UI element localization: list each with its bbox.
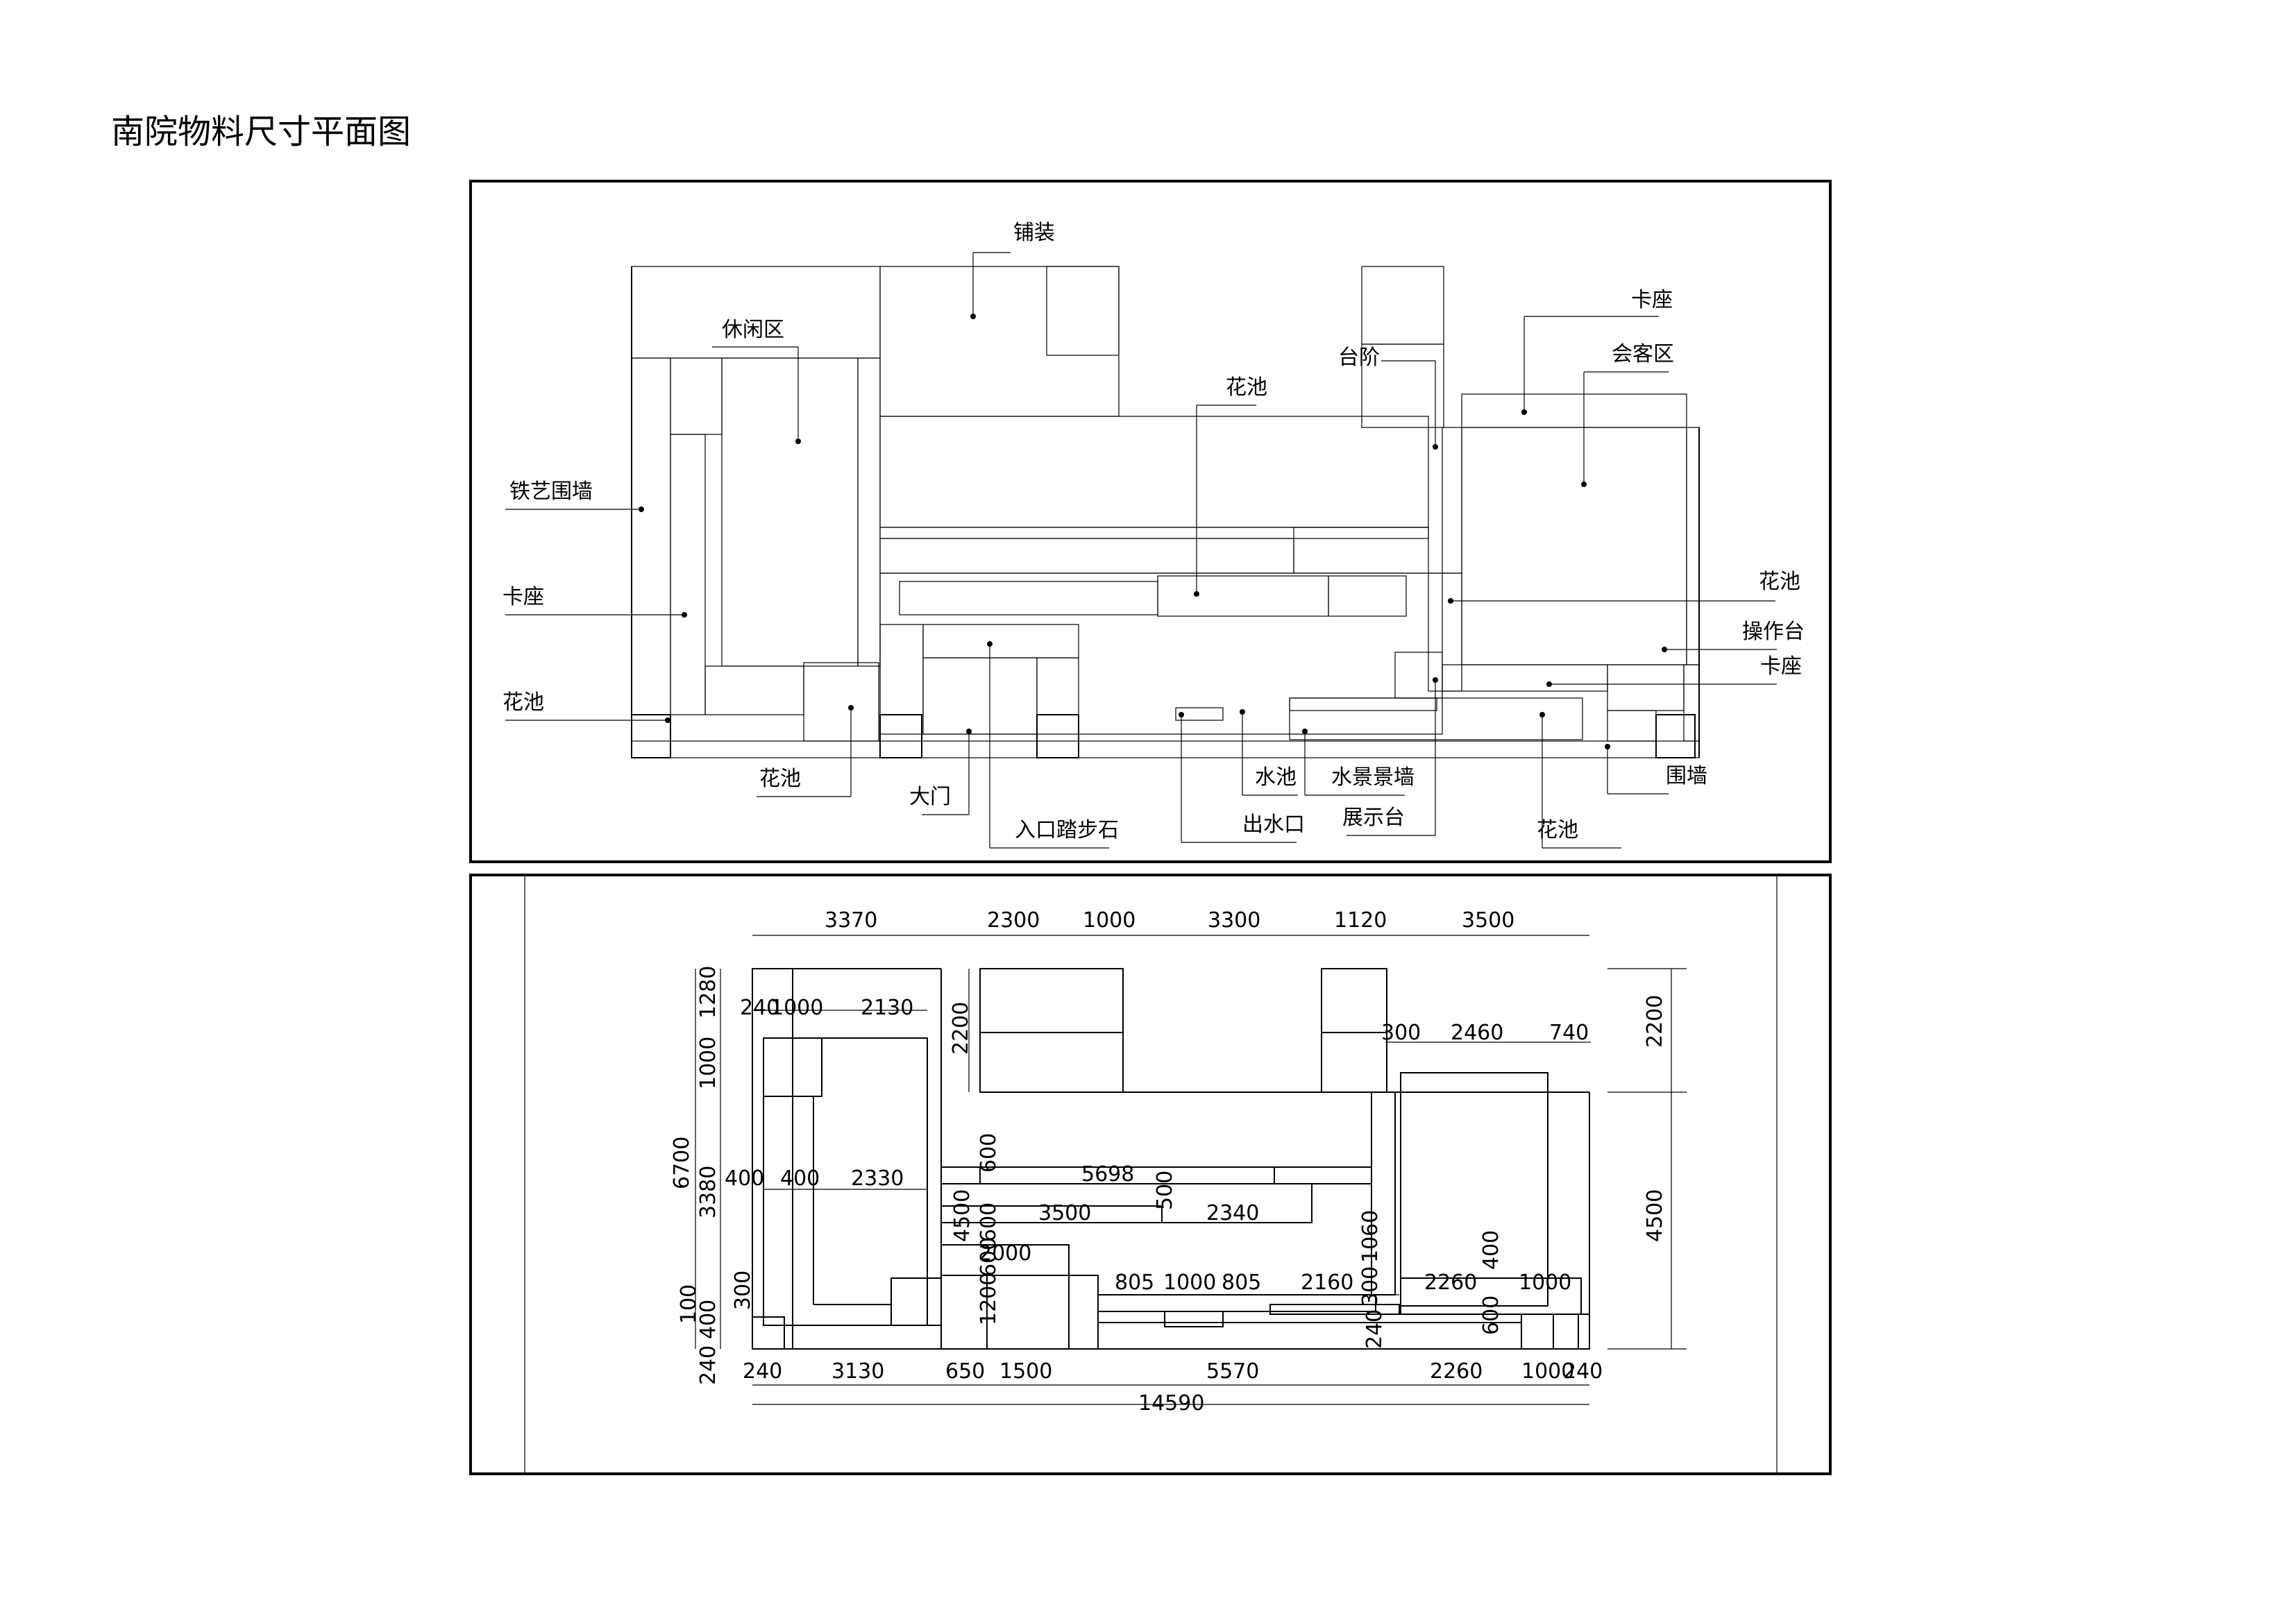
dim-400: 400 <box>1479 1230 1503 1270</box>
material-plan <box>631 266 1700 758</box>
label-leisure: 休闲区 <box>722 318 784 342</box>
dim-600b: 600 <box>977 1203 1001 1242</box>
dim-left-inner-1: 1000 <box>696 1037 720 1089</box>
label-iron-fence: 铁艺围墙 <box>509 479 593 504</box>
dim-805a: 805 <box>1115 1271 1154 1295</box>
dimension-frame <box>469 874 1832 1475</box>
label-display: 展示台 <box>1342 806 1405 830</box>
dim-irt-1: 2460 <box>1451 1021 1503 1045</box>
dim-v-600: 600 <box>977 1133 1001 1173</box>
dim-3500: 3500 <box>1038 1201 1091 1225</box>
dim-bottom-3: 1500 <box>999 1359 1052 1384</box>
dim-5698: 5698 <box>1081 1162 1134 1187</box>
dim-itl-1: 1000 <box>770 996 823 1020</box>
dim-bottom-6: 1000 <box>1521 1359 1574 1384</box>
dim-left-inner-5: 240 <box>696 1345 720 1385</box>
dim-bottom-2: 650 <box>945 1359 985 1384</box>
dim-irt-2: 740 <box>1549 1021 1589 1045</box>
dim-2160: 2160 <box>1301 1271 1353 1295</box>
label-planter-right: 花池 <box>1759 570 1800 594</box>
dim-itl-0: 240 <box>740 996 779 1020</box>
dim-600c: 600 <box>977 1237 1001 1277</box>
dim-4500: 4500 <box>950 1189 974 1242</box>
dim-600d: 600 <box>1479 1295 1503 1335</box>
label-planter-bottom-left: 花池 <box>759 767 801 791</box>
dim-805b: 805 <box>1222 1271 1261 1295</box>
dimension-lines <box>695 935 1687 1405</box>
label-outlet: 出水口 <box>1242 813 1305 837</box>
dim-2000: 2000 <box>979 1241 1031 1266</box>
label-meeting: 会客区 <box>1612 342 1674 366</box>
dim-left-inner-2: 3380 <box>696 1166 720 1218</box>
label-booth-right: 卡座 <box>1760 654 1802 679</box>
dim-240b: 240 <box>1362 1309 1387 1349</box>
label-pool: 水池 <box>1255 765 1297 790</box>
dim-2260: 2260 <box>1424 1271 1477 1295</box>
dim-iml-2: 2330 <box>851 1166 904 1191</box>
dim-irt-0: 300 <box>1381 1021 1421 1045</box>
plan-frame <box>469 180 1832 863</box>
dim-1000b: 1000 <box>1519 1271 1571 1295</box>
dim-bottom-7: 240 <box>1563 1359 1603 1384</box>
dim-1060: 1060 <box>1358 1210 1383 1263</box>
dimension-labels: 3370 2300 1000 3300 1120 3500 240 3130 6… <box>670 908 1667 1416</box>
label-gate: 大门 <box>909 785 951 809</box>
dim-bottom-0: 240 <box>743 1359 782 1384</box>
leaders <box>505 252 1777 849</box>
dim-left-inner-0: 1280 <box>696 966 720 1019</box>
label-water-wall: 水景景墙 <box>1331 765 1415 790</box>
dim-bottom-4: 5570 <box>1206 1359 1259 1384</box>
dim-top-0: 3370 <box>825 908 877 933</box>
label-booth-top: 卡座 <box>1631 288 1673 312</box>
dim-iml-0: 400 <box>725 1166 764 1191</box>
dimension-plan <box>752 968 1590 1350</box>
label-paving: 铺装 <box>1013 221 1055 245</box>
label-planter-top: 花池 <box>1226 375 1267 400</box>
dim-300b: 300 <box>1358 1266 1383 1306</box>
dim-left-inner-3: 100 <box>677 1284 701 1324</box>
dim-total: 14590 <box>1138 1391 1204 1416</box>
leader-dots <box>639 314 1667 749</box>
dim-bottom-1: 3130 <box>832 1359 884 1384</box>
dim-left-outer: 6700 <box>670 1137 694 1189</box>
dim-top-3: 3300 <box>1208 908 1260 933</box>
plan-labels: 铺装 休闲区 台阶 花池 卡座 会客区 铁艺围墙 卡座 花池 花池 操作台 卡座… <box>503 221 1805 842</box>
dim-right-0: 2200 <box>1643 995 1667 1048</box>
dim-2340: 2340 <box>1206 1201 1259 1225</box>
dim-top-4: 1120 <box>1334 908 1387 933</box>
label-planter-bottom-right: 花池 <box>1537 818 1578 842</box>
label-booth-left: 卡座 <box>503 585 544 609</box>
dim-top-1: 2300 <box>987 908 1040 933</box>
dim-itl-2: 2130 <box>861 996 913 1020</box>
label-planter-left: 花池 <box>503 690 544 715</box>
dim-1200: 1200 <box>977 1273 1001 1325</box>
dim-iml-1: 400 <box>780 1166 820 1191</box>
label-stepping-stone: 入口踏步石 <box>1015 818 1119 842</box>
dim-left-inner-4: 400 <box>696 1300 720 1339</box>
label-counter: 操作台 <box>1742 620 1805 644</box>
page-title: 南院物料尺寸平面图 <box>111 112 412 151</box>
label-steps: 台阶 <box>1338 346 1380 370</box>
dim-v-2200: 2200 <box>949 1002 973 1055</box>
dim-top-2: 1000 <box>1083 908 1136 933</box>
dim-bottom-5: 2260 <box>1430 1359 1483 1384</box>
dim-300: 300 <box>731 1271 755 1310</box>
label-boundary-wall: 围墙 <box>1666 764 1707 788</box>
dim-1000: 1000 <box>1163 1271 1216 1295</box>
dim-500: 500 <box>1153 1171 1177 1210</box>
dim-right-1: 4500 <box>1643 1189 1667 1242</box>
dim-top-5: 3500 <box>1462 908 1514 933</box>
